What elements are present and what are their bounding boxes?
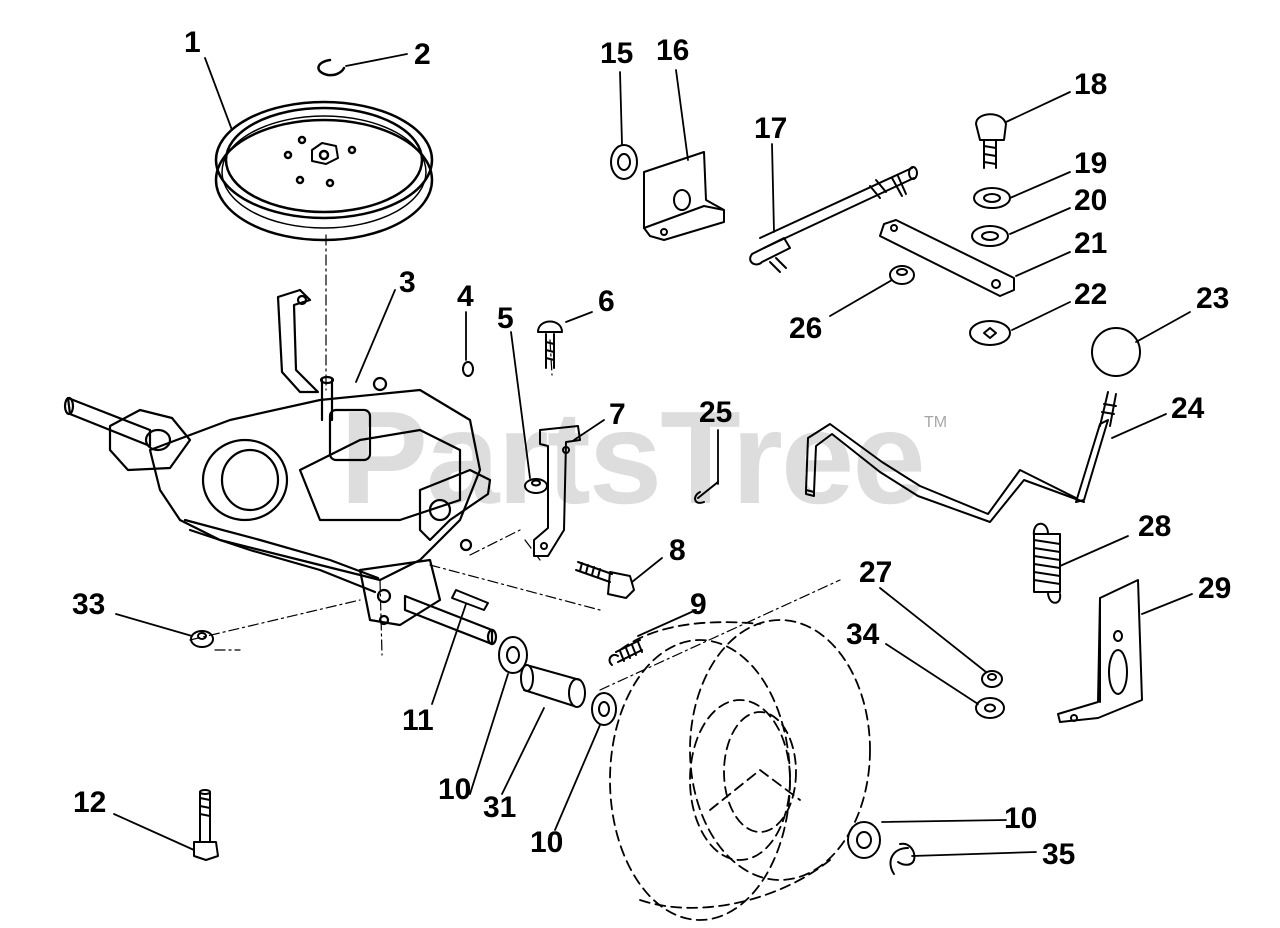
- washer-15: [611, 145, 637, 179]
- callout-23: 23: [1196, 282, 1230, 315]
- trademark-symbol: TM: [924, 414, 948, 431]
- bolt-8: [576, 562, 634, 598]
- spacer-tube-31: [521, 665, 585, 707]
- washer-22: [970, 321, 1010, 345]
- callout-27: 27: [859, 556, 893, 589]
- callout-24: 24: [1171, 392, 1205, 425]
- callout-3: 3: [399, 266, 416, 299]
- washer-10-b: [592, 693, 616, 725]
- clip-35: [890, 844, 914, 874]
- callout-11: 11: [402, 704, 434, 737]
- callout-35: 35: [1042, 838, 1076, 871]
- callout-16: 16: [656, 34, 690, 67]
- callout-18: 18: [1074, 68, 1108, 101]
- wheel-dashed: [610, 620, 870, 920]
- pulley: [216, 102, 432, 240]
- callout-4: 4: [457, 280, 474, 313]
- callout-31: 31: [483, 791, 517, 824]
- key-pin: [463, 362, 473, 376]
- bracket-7: [534, 426, 580, 556]
- callout-26: 26: [789, 312, 823, 345]
- knob-23: [1092, 328, 1140, 376]
- bracket-16: [644, 152, 724, 240]
- clip: [318, 60, 344, 75]
- callout-9: 9: [690, 588, 707, 621]
- callout-19: 19: [1074, 147, 1108, 180]
- nut-26: [890, 266, 914, 284]
- bolt-18: [976, 114, 1006, 168]
- callout-5: 5: [497, 302, 514, 335]
- bolt-12: [194, 790, 218, 860]
- callout-21: 21: [1074, 227, 1108, 260]
- callout-17: 17: [754, 112, 788, 145]
- callout-25: 25: [699, 396, 733, 429]
- nut-27: [982, 671, 1002, 687]
- callout-10-b: 10: [530, 826, 564, 859]
- callout-15: 15: [600, 37, 634, 70]
- callout-28: 28: [1138, 510, 1172, 543]
- carriage-bolt-6: [538, 322, 562, 369]
- callout-34: 34: [846, 618, 880, 651]
- callout-22: 22: [1074, 278, 1108, 311]
- watermark: PartsTree: [340, 384, 926, 531]
- nut-33: [191, 631, 213, 647]
- callout-6: 6: [598, 285, 615, 318]
- shift-lever-24: [806, 392, 1116, 522]
- spring-9: [610, 640, 642, 665]
- callout-29: 29: [1198, 572, 1232, 605]
- washer-20: [972, 226, 1008, 246]
- callout-2: 2: [414, 38, 431, 71]
- washer-34: [976, 698, 1004, 718]
- callout-20: 20: [1074, 184, 1108, 217]
- callout-8: 8: [669, 534, 686, 567]
- washer-10-c: [848, 822, 880, 858]
- transaxle: [65, 290, 496, 644]
- control-rod-17: [750, 167, 917, 272]
- callout-10-a: 10: [438, 773, 472, 806]
- callout-33: 33: [72, 588, 106, 621]
- callout-7: 7: [609, 398, 626, 431]
- link-plate-21: [880, 220, 1014, 296]
- washer-19: [974, 188, 1010, 208]
- leader-lines: [114, 54, 1192, 856]
- center-lines: [190, 235, 840, 690]
- spring-28: [1034, 524, 1060, 603]
- pin-25: [695, 482, 718, 503]
- callout-12: 12: [73, 786, 107, 819]
- callout-1: 1: [184, 26, 201, 59]
- key-11: [452, 590, 488, 610]
- bracket-29: [1058, 580, 1142, 722]
- callout-10-c: 10: [1004, 802, 1038, 835]
- washer-10-a: [499, 637, 527, 673]
